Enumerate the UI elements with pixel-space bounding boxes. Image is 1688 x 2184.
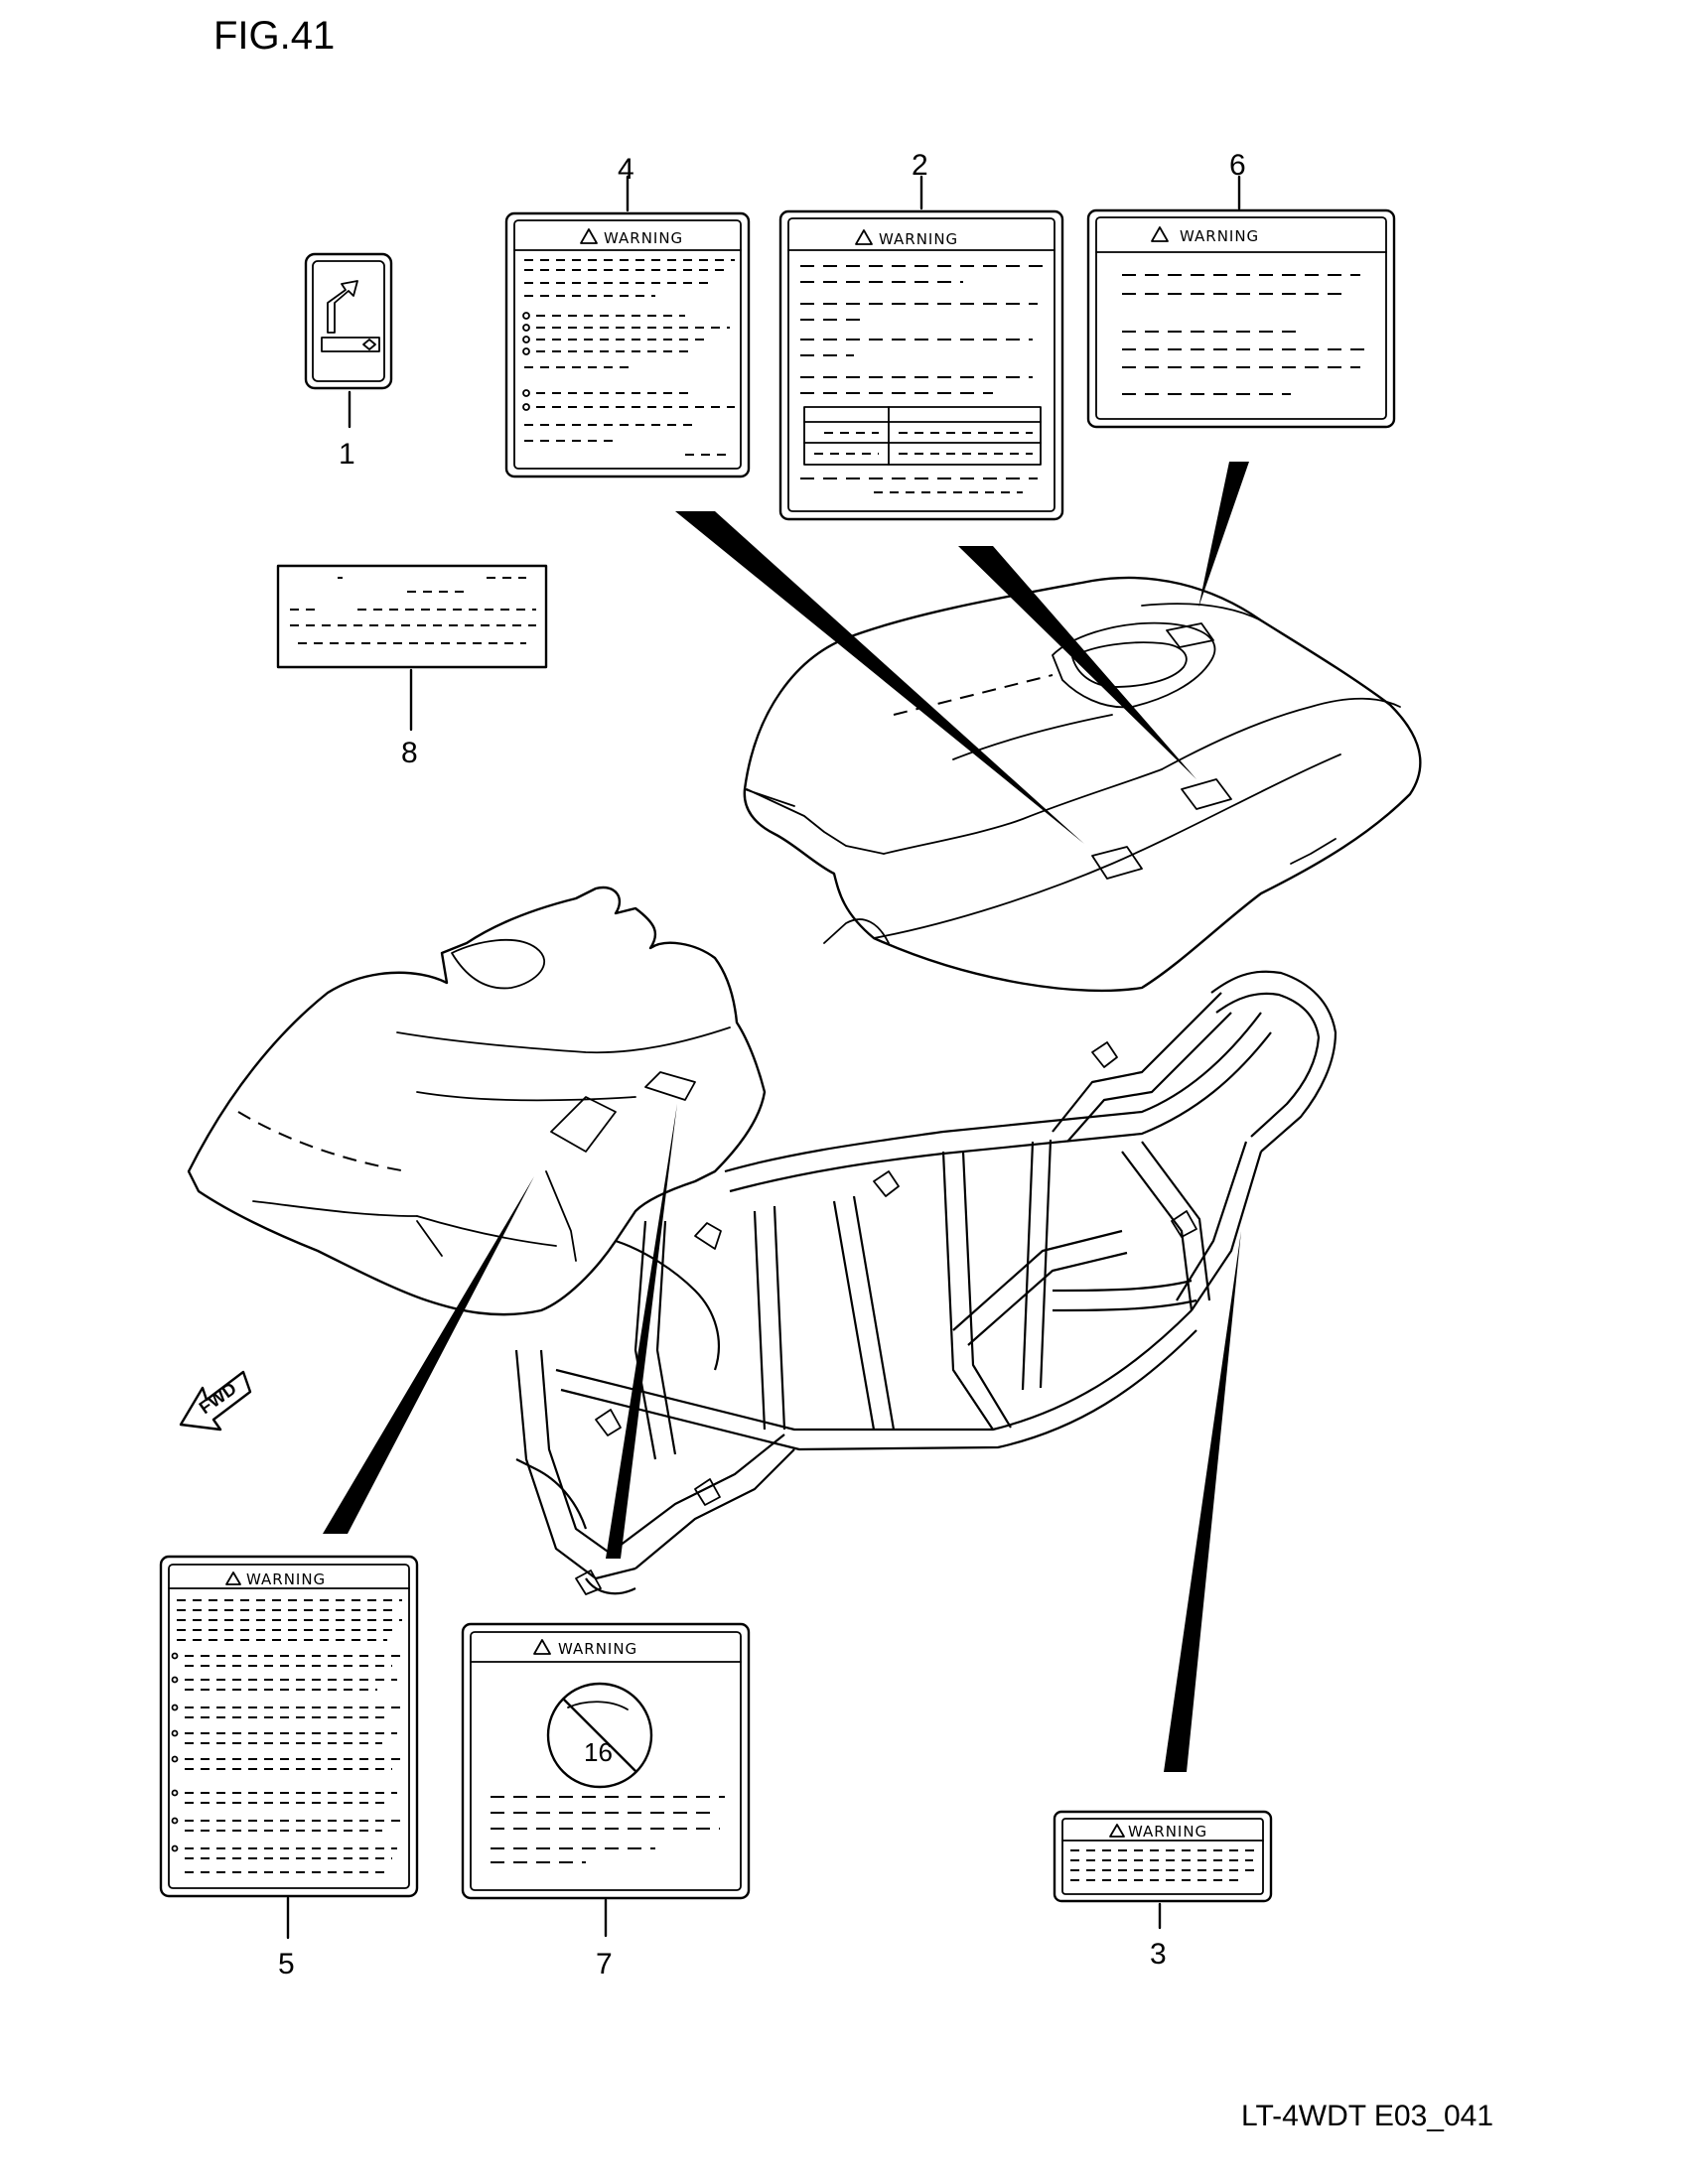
no-under-16-icon: 16 [546, 1682, 653, 1789]
label-7-text-lines [491, 1796, 725, 1863]
pointer-wedges [323, 462, 1249, 1772]
fwd-arrow: FWD [179, 1370, 252, 1432]
warning-triangle-icon [580, 228, 598, 244]
label-6-header: WARNING [1180, 227, 1259, 245]
label-5-header: WARNING [246, 1570, 326, 1588]
label-5-warning-decal[interactable]: WARNING [159, 1555, 419, 1898]
label-1-shift-decal[interactable] [304, 252, 393, 390]
warning-triangle-icon [225, 1571, 241, 1585]
label-7-header: WARNING [558, 1640, 637, 1658]
fender-decal-spot [1166, 622, 1214, 648]
rear-fender [743, 576, 1422, 993]
chassis-frame [514, 970, 1337, 1595]
figure-code: LT-4WDT E03_041 [1241, 2100, 1494, 2132]
callout-1: 1 [339, 438, 355, 471]
callout-5: 5 [278, 1948, 295, 1980]
shift-arrow-icon [327, 280, 358, 334]
callout-8: 8 [401, 737, 418, 769]
label-4-header: WARNING [604, 229, 683, 247]
label-5-text-lines [171, 1599, 402, 1873]
callout-3: 3 [1150, 1938, 1167, 1971]
label-2-table [803, 406, 1042, 466]
fwd-arrow-label: FWD [196, 1378, 240, 1418]
figure-title: FIG.41 [213, 14, 336, 58]
fender-decal-spot [1181, 778, 1232, 810]
label-4-text-lines [522, 259, 735, 456]
warning-triangle-icon [533, 1639, 551, 1655]
warning-triangle-icon [855, 229, 873, 245]
fender-decal-spot [550, 1096, 617, 1153]
callout-7: 7 [596, 1948, 613, 1980]
label-6-text-lines [1122, 274, 1370, 395]
warning-triangle-icon [1151, 226, 1169, 242]
age-badge: 16 [584, 1737, 613, 1767]
label-8-info-decal[interactable] [276, 564, 548, 669]
label-2-warning-decal[interactable]: WARNING [778, 209, 1064, 521]
label-8-text-lines [290, 577, 536, 644]
callout-2: 2 [912, 149, 928, 182]
label-3-header: WARNING [1128, 1823, 1207, 1841]
label-6-warning-decal[interactable]: WARNING [1086, 208, 1396, 429]
callout-4: 4 [618, 153, 634, 186]
fender-decal-spot [1091, 846, 1143, 880]
warning-triangle-icon [1109, 1824, 1125, 1838]
label-4-warning-decal[interactable]: WARNING [504, 211, 751, 478]
label-2-header: WARNING [879, 230, 958, 248]
label-2-text-lines [800, 265, 1043, 493]
label-7-warning-decal[interactable]: WARNING 16 [461, 1622, 751, 1900]
label-3-text-lines [1070, 1849, 1256, 1881]
front-fender [187, 886, 767, 1316]
fender-decal-spot [644, 1071, 696, 1101]
callout-6: 6 [1229, 149, 1246, 182]
label-3-warning-decal[interactable]: WARNING [1053, 1810, 1273, 1903]
